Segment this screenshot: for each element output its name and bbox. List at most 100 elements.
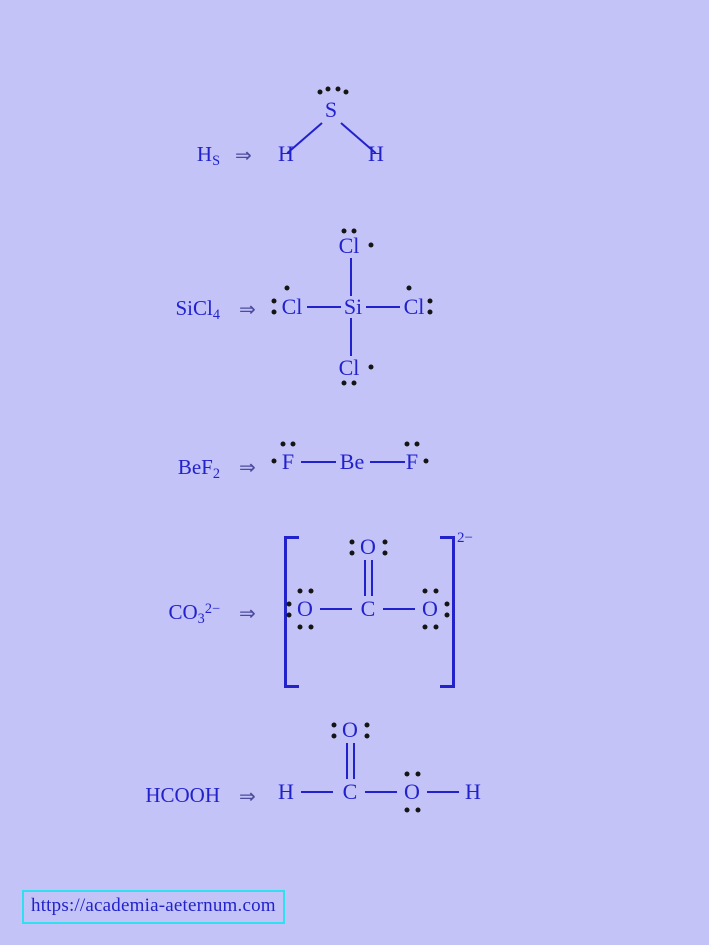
double-bond-c-o-line-b (371, 560, 373, 596)
implies-arrow-h2s: ⇒ (235, 143, 252, 167)
lone-pair-dot (284, 285, 290, 291)
implies-arrow-sicl4: ⇒ (239, 297, 256, 321)
lone-pair-dot (297, 588, 303, 594)
ion-bracket-left (284, 536, 299, 688)
lone-pair-dot (414, 441, 420, 447)
carbon-atom-center: C (342, 779, 358, 804)
lone-pair-dot (423, 458, 429, 464)
fluorine-atom-left: F (281, 449, 295, 474)
lone-pair-dot (308, 624, 314, 630)
formula-main: CO (168, 600, 198, 624)
lone-pair-dot (286, 612, 292, 618)
lone-pair-dot (349, 539, 355, 545)
bond-si-cl-top (350, 258, 352, 296)
lone-pair-dot (343, 89, 349, 95)
oxygen-atom-top: O (342, 717, 358, 742)
formula-label-sicl4: SiCl4 (100, 296, 221, 324)
lone-pair-dot (331, 722, 337, 728)
lone-pair-dot (331, 733, 337, 739)
bond-si-cl-bottom (350, 318, 352, 356)
lone-pair-dot (271, 309, 277, 315)
implies-arrow-carbonate: ⇒ (239, 601, 256, 625)
formula-superscript: 2− (204, 601, 220, 618)
formula-label-hcooh: HCOOH (80, 783, 220, 808)
formula-label-h2s: HS (120, 142, 220, 170)
formula-subscript: 2 (212, 465, 220, 482)
fluorine-atom-right: F (405, 449, 419, 474)
lone-pair-dot (368, 364, 374, 370)
lone-pair-dot (415, 807, 421, 813)
lone-pair-dot (364, 722, 370, 728)
lone-pair-dot (341, 380, 347, 386)
lone-pair-dot (317, 89, 323, 95)
bond-c-o (365, 791, 397, 793)
implies-arrow-hcooh: ⇒ (239, 784, 256, 808)
oxygen-atom-top: O (360, 534, 376, 559)
double-bond-c-o-line-a (346, 743, 348, 779)
chlorine-atom-top: Cl (338, 233, 360, 258)
lone-pair-dot (404, 771, 410, 777)
structure-row-sicl4: SiCl4 ⇒ Si Cl Cl Cl Cl (0, 0, 709, 386)
lone-pair-dot (444, 601, 450, 607)
lone-pair-dot (280, 441, 286, 447)
bond-be-f-right (370, 461, 405, 463)
oxygen-atom-left: O (297, 596, 313, 621)
lone-pair-dot (382, 550, 388, 556)
formula-label-bef2: BeF2 (105, 455, 220, 483)
lone-pair-dot (286, 601, 292, 607)
chlorine-atom-left: Cl (281, 294, 303, 319)
chlorine-atom-right: Cl (403, 294, 425, 319)
lone-pair-dot (422, 588, 428, 594)
lone-pair-dot (271, 298, 277, 304)
lone-pair-dot (415, 771, 421, 777)
lone-pair-dot (351, 380, 357, 386)
formula-main: H (196, 142, 213, 166)
lone-pair-dot (341, 228, 347, 234)
lone-pair-dot (427, 309, 433, 315)
hydrogen-atom-right: H (368, 141, 384, 166)
formula-main: HCOOH (145, 783, 220, 807)
formula-subscript: S (212, 152, 220, 169)
beryllium-atom-center: Be (339, 449, 365, 474)
lone-pair-dot (351, 228, 357, 234)
lone-pair-dot (404, 807, 410, 813)
bond-c-o-right (383, 608, 415, 610)
implies-arrow-bef2: ⇒ (239, 455, 256, 479)
bond-be-f-left (301, 461, 336, 463)
hydrogen-atom-left: H (278, 779, 294, 804)
bond-si-cl-right (366, 306, 400, 308)
structure-row-h2s: HS ⇒ S H H (0, 0, 709, 200)
formula-subscript: 3 (197, 610, 205, 627)
bond-o-h (427, 791, 459, 793)
lone-pair-dot (422, 624, 428, 630)
ion-charge-label: 2− (457, 530, 473, 546)
formula-subscript: 4 (212, 306, 220, 323)
bond-c-o-left (320, 608, 352, 610)
lone-pair-dot (349, 550, 355, 556)
ion-bracket-right (440, 536, 455, 688)
formula-label-carbonate: CO32− (95, 600, 220, 628)
lone-pair-dot (433, 624, 439, 630)
structure-row-bef2: BeF2 ⇒ F Be F (0, 0, 709, 482)
oxygen-atom-right: O (404, 779, 420, 804)
chlorine-atom-bottom: Cl (338, 355, 360, 380)
structure-row-hcooh: HCOOH ⇒ O H C O H (0, 0, 709, 813)
hydrogen-atom-right: H (465, 779, 481, 804)
carbon-atom-center: C (360, 596, 376, 621)
lone-pair-dot (297, 624, 303, 630)
lone-pair-dot (433, 588, 439, 594)
lone-pair-dot (308, 588, 314, 594)
lone-pair-dot (325, 86, 331, 92)
formula-main: BeF (177, 455, 213, 479)
sulfur-atom: S (324, 97, 338, 122)
lone-pair-dot (271, 458, 277, 464)
double-bond-c-o-line-b (353, 743, 355, 779)
lone-pair-dot (427, 298, 433, 304)
lone-pair-dot (364, 733, 370, 739)
watermark-url[interactable]: https://academia-aeternum.com (22, 890, 285, 924)
structure-row-carbonate: CO32− ⇒ 2− O O C O (0, 0, 709, 688)
silicon-atom-center: Si (343, 294, 363, 319)
double-bond-c-o-line-a (364, 560, 366, 596)
lone-pair-dot (290, 441, 296, 447)
